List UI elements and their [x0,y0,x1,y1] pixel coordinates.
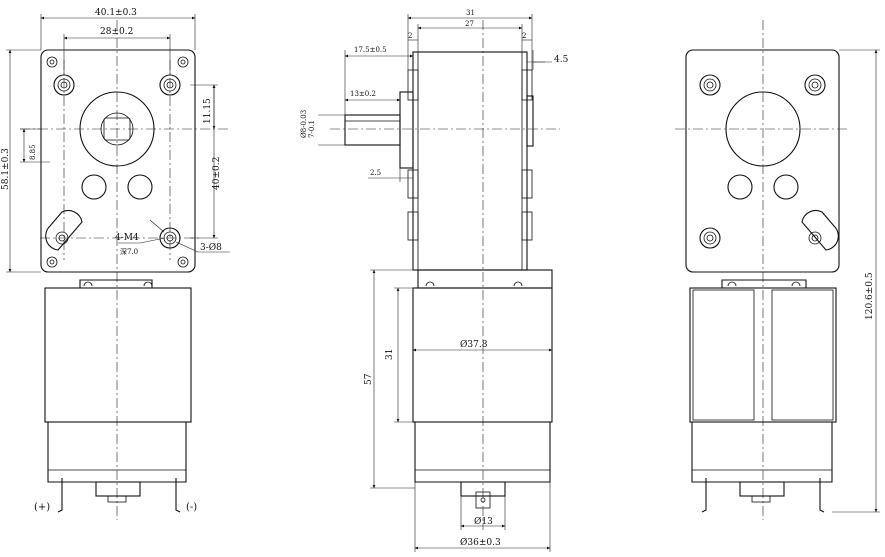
front-gearbox-plate [40,49,196,273]
hole-callout: 3-Ø8 [200,242,222,253]
dim-shaft-side-label: 8.85 [29,144,37,160]
dim-overall-length-label: 120.6±0.5 [865,272,875,320]
side-output-boss [399,91,414,169]
dim-can-length-label: 31 [385,349,395,360]
rear-end-boss [739,481,785,497]
rear-small-hole-left [727,174,753,200]
front-terminal-positive [57,478,63,513]
dim-height-overall-label: 58.1±0.3 [1,148,11,190]
side-motor-end [414,422,551,483]
dim-flange-left-label: 2 [408,32,412,40]
dim-shaft-offset-label: 11.15 [203,98,213,124]
front-motor-cap [79,279,153,288]
dim-hole-spacing-v-label: 40±0.2 [212,157,222,190]
side-gearbox-body [412,51,528,271]
front-corner-hole-tl [46,56,58,68]
dim-motor-diameter-label: Ø37.8 [460,339,488,350]
front-view: (+) (-) 40.1±0.3 28±0.2 58.1±0.3 8.85 11… [1,8,230,520]
dim-boss-diameter-label: Ø13 [474,516,493,527]
side-motor-can [412,287,553,423]
rear-hole-tl [699,74,721,96]
rear-gearbox-plate [685,49,840,273]
dim-flange-right-label: 2 [522,32,526,40]
dim-width-overall-label: 40.1±0.3 [95,8,137,18]
front-motor-can [44,287,192,423]
dim-shaft-length-label: 13±0.2 [350,90,376,98]
dim-shaft-extension-label: 17.5±0.5 [354,46,387,54]
rear-motor-cap [721,279,807,288]
front-corner-hole-bl [46,256,58,268]
rear-terminal-right [819,478,825,513]
front-small-hole-left [81,174,107,200]
side-motor-cap [417,269,553,289]
dim-gearbox-inner-label: 27 [465,20,474,28]
dim-end-diameter-label: Ø36±0.3 [460,537,501,548]
rear-motor-end [691,422,833,483]
dim-shoulder-label: 2.5 [370,169,381,177]
dim-face-offset-label: 4.5 [554,55,569,65]
rear-terminal-left [701,478,707,513]
rear-motor-can [689,287,837,423]
dim-shaft-flat-label: 7-0.1 [308,120,316,138]
thread-depth-callout: 深7.0 [120,247,138,256]
front-terminal-negative [175,478,181,513]
front-end-boss [95,481,141,497]
side-view: 31 27 2 2 4.5 17.5±0.5 13±0.2 Ø8-0.03 7-… [300,9,569,552]
terminal-positive-label: (+) [34,502,50,513]
rear-view: 120.6±0.5 [675,20,880,520]
dim-motor-length-label: 57 [364,373,374,385]
dim-gearbox-length-label: 31 [466,9,475,17]
dim-shaft-diameter-label: Ø8-0.03 [300,110,308,138]
rear-hole-bl [699,227,721,249]
thread-callout: 4-M4 [115,233,139,243]
dim-hole-spacing-h-label: 28±0.2 [100,27,133,37]
terminal-negative-label: (-) [186,502,197,513]
side-output-shaft [344,114,401,146]
front-corner-hole-tr [177,56,189,68]
rear-small-hole-right [773,174,799,200]
rear-hole-tr [804,74,826,96]
front-small-hole-right [127,174,153,200]
front-corner-hole-br [177,256,189,268]
rear-slot-hole [801,210,839,251]
